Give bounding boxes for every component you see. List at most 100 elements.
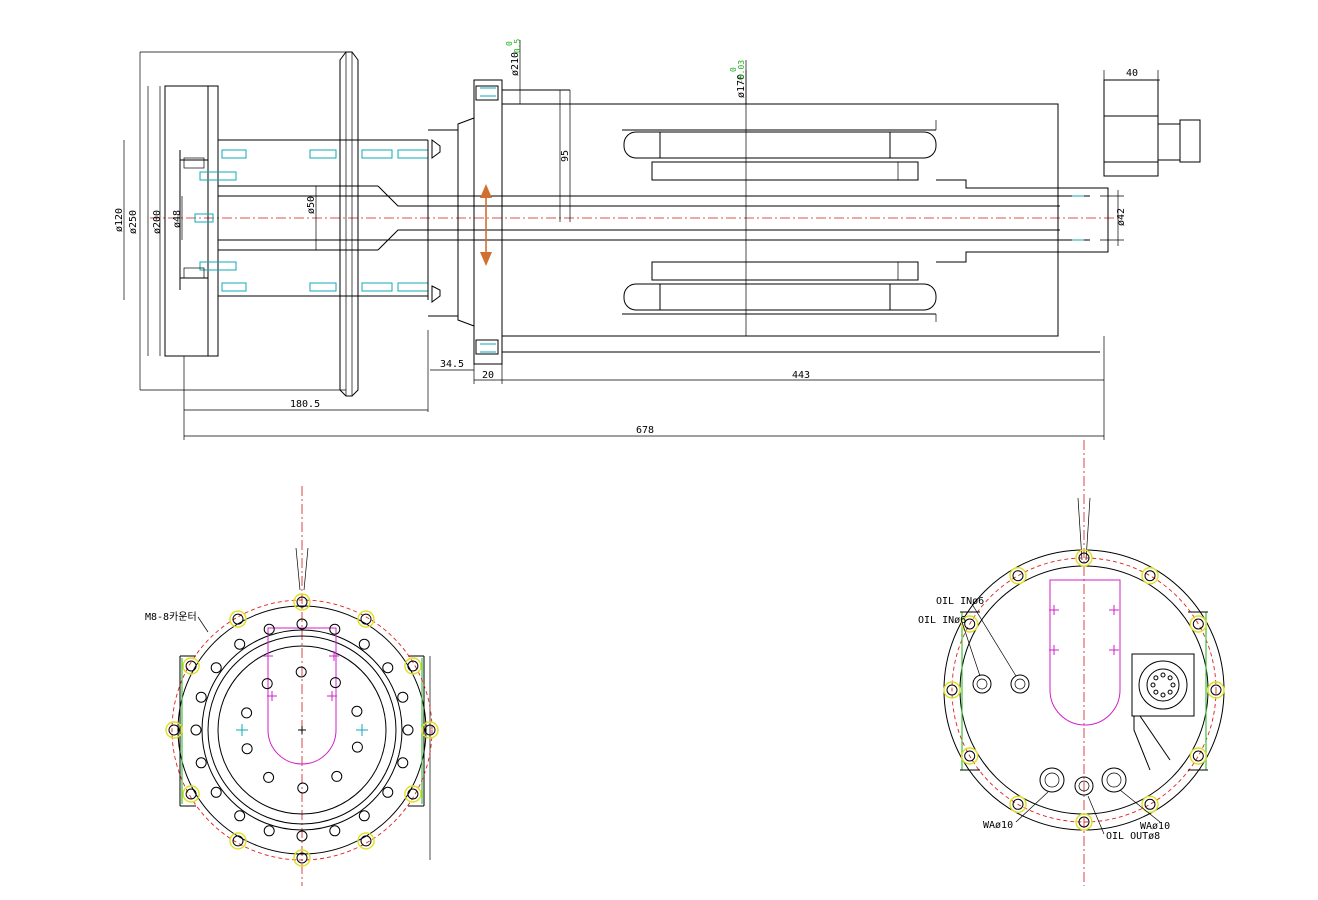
direction-arrow bbox=[480, 184, 492, 266]
connector-pin bbox=[1167, 689, 1173, 695]
dim-diameter-48: ø48 bbox=[172, 210, 183, 228]
dim-length-678: 678 bbox=[636, 425, 654, 436]
outer-bolt-hole bbox=[964, 750, 976, 762]
flange-bolt-hole bbox=[263, 825, 275, 837]
outer-bolt-ring bbox=[404, 785, 422, 803]
dimension-lines bbox=[123, 40, 1160, 440]
dim-length-34-5: 34.5 bbox=[440, 359, 464, 370]
dim-diameter-200: ø200 bbox=[152, 210, 163, 234]
front-view-bolts bbox=[165, 593, 439, 867]
oil-in-label-lower: OIL INø6 bbox=[918, 615, 966, 626]
flange-bolt-hole bbox=[382, 786, 394, 798]
outer-bolt-ring bbox=[421, 721, 439, 739]
outer-bolt-ring bbox=[1207, 681, 1225, 699]
connector-pin bbox=[1153, 675, 1159, 681]
flange-bolt-hole bbox=[263, 623, 275, 635]
outer-bolt-ring bbox=[357, 832, 375, 850]
outer-bolt-hole bbox=[1144, 798, 1156, 810]
dim-length-180-5: 180.5 bbox=[290, 399, 320, 410]
outer-bolt-ring bbox=[357, 610, 375, 628]
inner-bolt-hole bbox=[351, 741, 363, 753]
dim-diameter-120: ø120 bbox=[114, 208, 125, 232]
center-mark bbox=[298, 726, 306, 734]
flange-bolt-hole bbox=[210, 662, 222, 674]
outer-bolt-hole bbox=[407, 788, 419, 800]
dim-d210-tol-upper: 0 bbox=[505, 41, 514, 46]
connector-pin bbox=[1170, 682, 1176, 688]
outer-bolt-ring bbox=[1141, 795, 1159, 813]
outer-bolt-hole bbox=[1144, 570, 1156, 582]
inner-bolt-hole bbox=[263, 771, 275, 783]
outer-bolt-ring bbox=[182, 657, 200, 675]
outer-bolt-hole bbox=[1012, 798, 1024, 810]
dim-d170-tol-upper: 0 bbox=[729, 67, 738, 72]
inner-bolt-hole bbox=[295, 666, 307, 678]
outer-bolt-ring bbox=[1009, 795, 1027, 813]
tap-hole-mark bbox=[1049, 605, 1059, 615]
flange-bolt-hole bbox=[358, 810, 370, 822]
outer-bolt-hole bbox=[1078, 816, 1090, 828]
bolt-row bbox=[183, 139, 441, 303]
outer-bolt-hole bbox=[296, 852, 308, 864]
dim-length-443: 443 bbox=[792, 370, 810, 381]
inner-bolt-hole bbox=[241, 743, 253, 755]
outer-bolt-hole bbox=[424, 724, 436, 736]
dim-height-95: 95 bbox=[560, 150, 571, 162]
flange-bolt-hole bbox=[397, 757, 409, 769]
coil-windings bbox=[623, 131, 937, 311]
outer-bolt-hole bbox=[1192, 750, 1204, 762]
outer-bolt-ring bbox=[1141, 567, 1159, 585]
flange-bolt-hole bbox=[195, 757, 207, 769]
outer-bolt-hole bbox=[1210, 684, 1222, 696]
outer-bolt-hole bbox=[232, 613, 244, 625]
inner-bolt-hole bbox=[331, 770, 343, 782]
dim-d170-tol-lower: -0.03 bbox=[737, 60, 746, 84]
dim-diameter-170: ø170 bbox=[736, 74, 747, 98]
tap-hole-mark bbox=[1049, 645, 1059, 655]
tap-hole-mark bbox=[329, 651, 339, 661]
side-view: ø210 0 -0.5 ø170 0 -0.03 40 95 ø50 ø42 ø… bbox=[114, 39, 1201, 440]
inner-bolt-hole bbox=[261, 678, 273, 690]
connector-pin bbox=[1167, 675, 1173, 681]
front-view: M8-8카운터 bbox=[145, 486, 439, 886]
outer-bolt-hole bbox=[1078, 552, 1090, 564]
tap-hole-mark bbox=[1109, 605, 1119, 615]
outer-bolt-hole bbox=[296, 596, 308, 608]
flange-bolt-hole bbox=[382, 662, 394, 674]
dim-length-40: 40 bbox=[1126, 68, 1138, 79]
outer-bolt-hole bbox=[964, 618, 976, 630]
wa-label-left: WAø10 bbox=[983, 820, 1013, 831]
inner-bolt-hole bbox=[329, 677, 341, 689]
oil-in-label-upper: OIL INø6 bbox=[936, 596, 984, 607]
outer-bolt-ring bbox=[961, 615, 979, 633]
outer-bolt-ring bbox=[293, 849, 311, 867]
dim-diameter-50: ø50 bbox=[306, 196, 317, 214]
outer-bolt-ring bbox=[1075, 549, 1093, 567]
pin-mark bbox=[356, 724, 368, 736]
rear-view: OIL INø6 OIL INø6 WAø10 WAø10 OIL OUTø8 bbox=[918, 440, 1225, 886]
oil-out-label: OIL OUTø8 bbox=[1106, 831, 1160, 842]
outer-bolt-ring bbox=[1189, 747, 1208, 765]
rear-view-bolts bbox=[943, 549, 1225, 831]
wa-label-right: WAø10 bbox=[1140, 821, 1170, 832]
flange-bolt-hole bbox=[234, 638, 246, 650]
inner-bolt-hole bbox=[241, 707, 253, 719]
outer-bolt-hole bbox=[1012, 570, 1024, 582]
dim-diameter-210: ø210 bbox=[510, 52, 521, 76]
tap-hole-mark bbox=[263, 651, 273, 661]
outer-bolt-hole bbox=[185, 788, 197, 800]
outer-bolt-hole bbox=[232, 835, 244, 847]
flange-bolt-hole bbox=[296, 830, 308, 842]
outer-bolt-ring bbox=[943, 681, 961, 699]
outer-bolt-ring bbox=[182, 785, 200, 803]
outer-bolt-ring bbox=[404, 657, 422, 675]
flange-bolt-hole bbox=[234, 810, 246, 822]
connector-pin bbox=[1153, 689, 1159, 695]
inner-bolt-hole bbox=[351, 705, 363, 717]
flange-bolt-hole bbox=[190, 724, 202, 736]
outer-bolt-ring bbox=[229, 832, 247, 850]
flange-bolt-hole bbox=[329, 623, 341, 635]
flange-bolt-hole bbox=[195, 691, 207, 703]
dim-length-20: 20 bbox=[482, 370, 494, 381]
